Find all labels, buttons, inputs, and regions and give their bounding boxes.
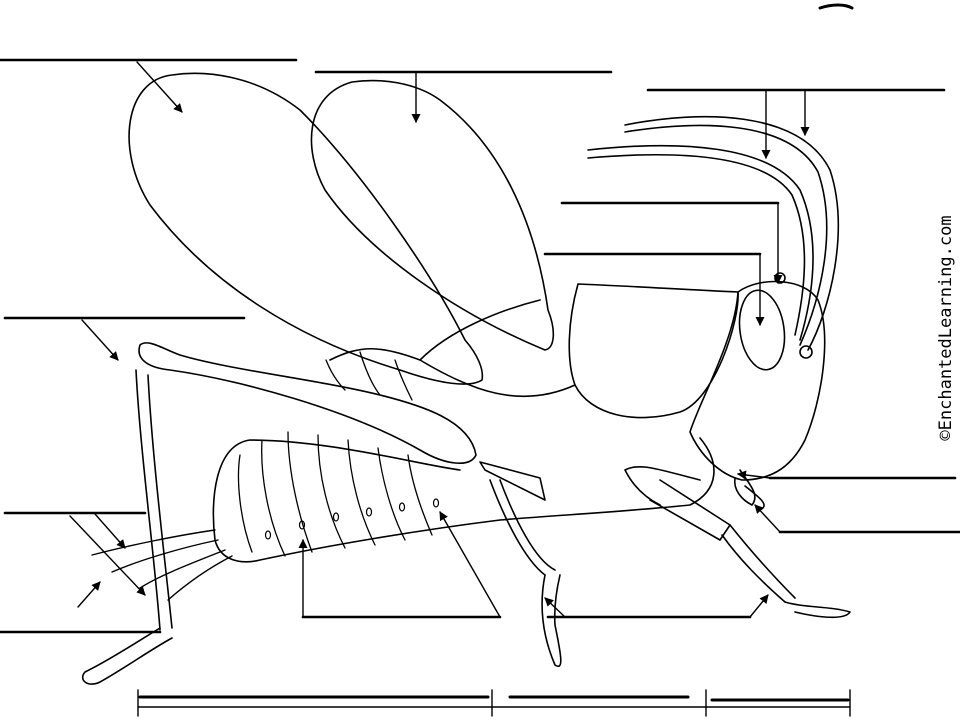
grasshopper-body: [81, 72, 851, 685]
hind-wing: [128, 72, 484, 385]
front-leg-tibia: [721, 524, 796, 603]
arrow-mouth-lower: [754, 504, 781, 533]
abdomen-segments: [237, 351, 433, 557]
mandible: [733, 469, 756, 506]
hind-tarsus: [81, 627, 173, 685]
pronotum: [568, 283, 739, 419]
arrow-mouth-upper: [737, 470, 771, 480]
arrow-front-leg: [749, 594, 769, 618]
back-wing-base: [329, 347, 421, 361]
ovipositor: [91, 529, 233, 601]
arrow-femur: [81, 319, 119, 361]
arrow-middle-leg: [544, 597, 566, 618]
middle-leg-tarsus: [541, 574, 562, 668]
antenna-1: [624, 115, 840, 351]
credit-text: ©EnchantedLearning.com: [936, 215, 956, 441]
middle-leg-tibia: [489, 479, 556, 576]
arrow-ovipositor-a: [94, 513, 126, 549]
antenna-2: [587, 144, 814, 341]
section-blanks: [137, 689, 851, 717]
middle-leg: [479, 461, 546, 501]
pointer-arrows: [69, 61, 810, 618]
head: [689, 280, 826, 481]
arrow-abdomen: [439, 511, 501, 618]
arrow-hind-wing: [136, 61, 183, 113]
fore-wing: [310, 79, 555, 351]
antenna-1-inner: [624, 124, 828, 346]
corner-mark: [818, 3, 854, 10]
arrow-ovipositor-b: [69, 515, 146, 596]
arrow-ovipositor-c: [77, 581, 101, 608]
hind-femur: [138, 342, 477, 465]
label-lines: [0, 58, 960, 634]
hind-tibia-2: [147, 374, 173, 629]
front-leg-femur: [649, 479, 731, 541]
compound-eye: [738, 289, 786, 371]
abdomen: [212, 437, 715, 563]
front-leg-tarsus: [784, 601, 851, 619]
spiracles: [264, 498, 440, 540]
hind-tibia: [135, 369, 161, 631]
antenna-2-inner: [587, 153, 806, 336]
simple-eye-2: [799, 345, 813, 359]
